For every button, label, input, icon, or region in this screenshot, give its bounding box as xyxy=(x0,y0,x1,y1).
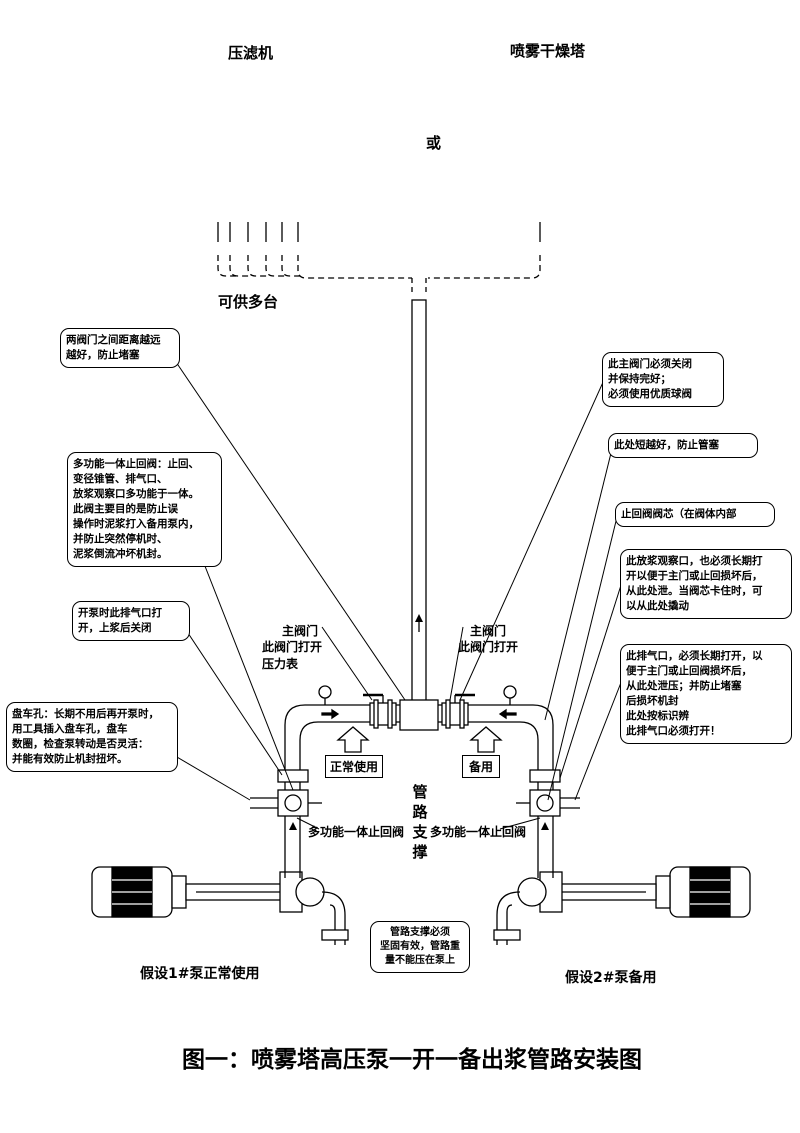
note-line: 开泵时此排气口打 xyxy=(78,607,162,619)
leader-lines xyxy=(147,361,623,830)
filter-press-label: 压滤机 xyxy=(228,44,274,62)
note-check-valve-core: 止回阀阀芯（在阀体内部 xyxy=(615,502,775,527)
note-line: 开以便于主门或止回损坏后， xyxy=(626,570,763,582)
note-line: 此放浆观察口，也必须长期打 xyxy=(626,555,763,567)
note-line: 盘车孔：长期不用后再开泵时， xyxy=(12,708,159,720)
note-line: 此阀主要目的是防止误 xyxy=(73,503,178,515)
left-check-valve-label: 多功能一体止回阀 xyxy=(308,825,405,839)
note-line: 并保持完好； xyxy=(608,373,671,385)
note-crank-hole: 盘车孔：长期不用后再开泵时， 用工具插入盘车孔，盘车 数圈，检查泵转动是否灵活：… xyxy=(6,702,178,772)
note-line: 此排气口必须打开！ xyxy=(626,725,721,737)
note-vent-port: 此排气口，必须长期打开，以 便于主门或止回阀损坏后， 从此处泄压；并防止堵塞 后… xyxy=(620,644,792,744)
pipe-support-vertical-label: 管路支撑 xyxy=(412,783,428,861)
note-short-better: 此处短越好，防止管塞 xyxy=(608,433,758,458)
note-line: 开，上浆后关闭 xyxy=(78,622,152,634)
note-line: 并防止突然停机时、 xyxy=(73,533,168,545)
standby-label: 备用 xyxy=(462,755,501,778)
spray-tower-label: 喷雾干燥塔 xyxy=(510,42,586,60)
right-outlet-pipe xyxy=(426,704,554,860)
left-check-valve-assembly xyxy=(250,769,322,830)
left-main-ball-valve xyxy=(363,693,397,729)
note-line: 此排气口，必须长期打开，以 xyxy=(626,650,763,662)
note-line: 此处按标识辨 xyxy=(626,710,689,722)
note-vent-open: 开泵时此排气口打 开，上浆后关闭 xyxy=(72,601,190,641)
pump1-label: 假设1#泵正常使用 xyxy=(140,966,260,982)
standby-arrow xyxy=(469,726,503,753)
note-main-valve-closed: 此主阀门必须关闭 并保持完好； 必须使用优质球阀 xyxy=(602,352,724,407)
note-line: 从此处泄压；并防止堵塞 xyxy=(626,680,742,692)
note-line: 量不能压在泵上 xyxy=(385,955,455,966)
right-main-ball-valve xyxy=(441,693,475,729)
left-outlet-pipe xyxy=(284,704,412,860)
left-main-valve-label: 主阀门 xyxy=(282,624,319,638)
note-line: 管路支撑必须 xyxy=(390,927,450,938)
note-line: 两阀门之间距离越远 xyxy=(66,334,161,346)
note-line: 以从此处撬动 xyxy=(626,600,689,612)
note-line: 泥浆倒流冲坏机封。 xyxy=(73,548,168,560)
note-line: 此主阀门必须关闭 xyxy=(608,358,692,370)
normal-use-arrow xyxy=(336,726,370,753)
pump-2 xyxy=(493,860,751,945)
right-main-valve-label: 主阀门 xyxy=(470,624,507,638)
note-observe-port: 此放浆观察口，也必须长期打 开以便于主门或止回损坏后， 从此处泄。当阀芯卡住时，… xyxy=(620,549,792,619)
note-line: 放浆观察口多功能于一体。 xyxy=(73,488,199,500)
note-line: 越好，防止堵塞 xyxy=(66,349,140,361)
note-line: 多功能一体止回阀：止回、 xyxy=(73,458,199,470)
figure-caption: 图一：喷雾塔高压泵一开一备出浆管路安装图 xyxy=(182,1046,642,1073)
note-line: 坚固有效，管路重 xyxy=(380,941,460,952)
note-pipe-support: 管路支撑必须 坚固有效，管路重 量不能压在泵上 xyxy=(370,921,470,973)
right-check-valve-assembly xyxy=(516,769,580,830)
note-line: 此处短越好，防止管塞 xyxy=(614,439,719,451)
note-line: 变径锥管、排气口、 xyxy=(73,473,168,485)
pump-1 xyxy=(91,860,349,945)
or-label: 或 xyxy=(426,134,442,152)
note-line: 从此处泄。当阀芯卡住时，可 xyxy=(626,585,763,597)
left-valve-open-label: 此阀门打开 xyxy=(262,640,323,654)
pressure-gauge-label: 压力表 xyxy=(262,657,299,671)
left-pressure-gauge xyxy=(318,685,332,705)
note-line: 操作时泥浆打入备用泵内， xyxy=(73,518,199,530)
normal-use-label: 正常使用 xyxy=(325,755,384,778)
note-line: 便于主门或止回阀损坏后， xyxy=(626,665,752,677)
note-valve-distance: 两阀门之间距离越远 越好，防止堵塞 xyxy=(60,328,180,368)
right-valve-open-label: 此阀门打开 xyxy=(458,640,519,654)
distribution-branch-right xyxy=(428,222,541,279)
note-line: 并能有效防止机封扭坏。 xyxy=(12,753,128,765)
right-check-valve-label: 多功能一体止回阀 xyxy=(430,825,527,839)
pump2-label: 假设2#泵备用 xyxy=(565,970,657,986)
note-line: 必须使用优质球阀 xyxy=(608,388,692,400)
right-pressure-gauge xyxy=(503,685,517,705)
main-riser-pipe xyxy=(411,299,427,706)
distribution-branches-left xyxy=(217,222,412,279)
note-line: 止回阀阀芯（在阀体内部 xyxy=(621,508,737,520)
note-line: 数圈，检查泵转动是否灵活： xyxy=(12,738,149,750)
note-line: 用工具插入盘车孔，盘车 xyxy=(12,723,128,735)
note-line: 后损坏机封 xyxy=(626,695,679,707)
multi-units-label: 可供多台 xyxy=(218,293,279,311)
note-multi-check-valve: 多功能一体止回阀：止回、 变径锥管、排气口、 放浆观察口多功能于一体。 此阀主要… xyxy=(67,452,222,567)
